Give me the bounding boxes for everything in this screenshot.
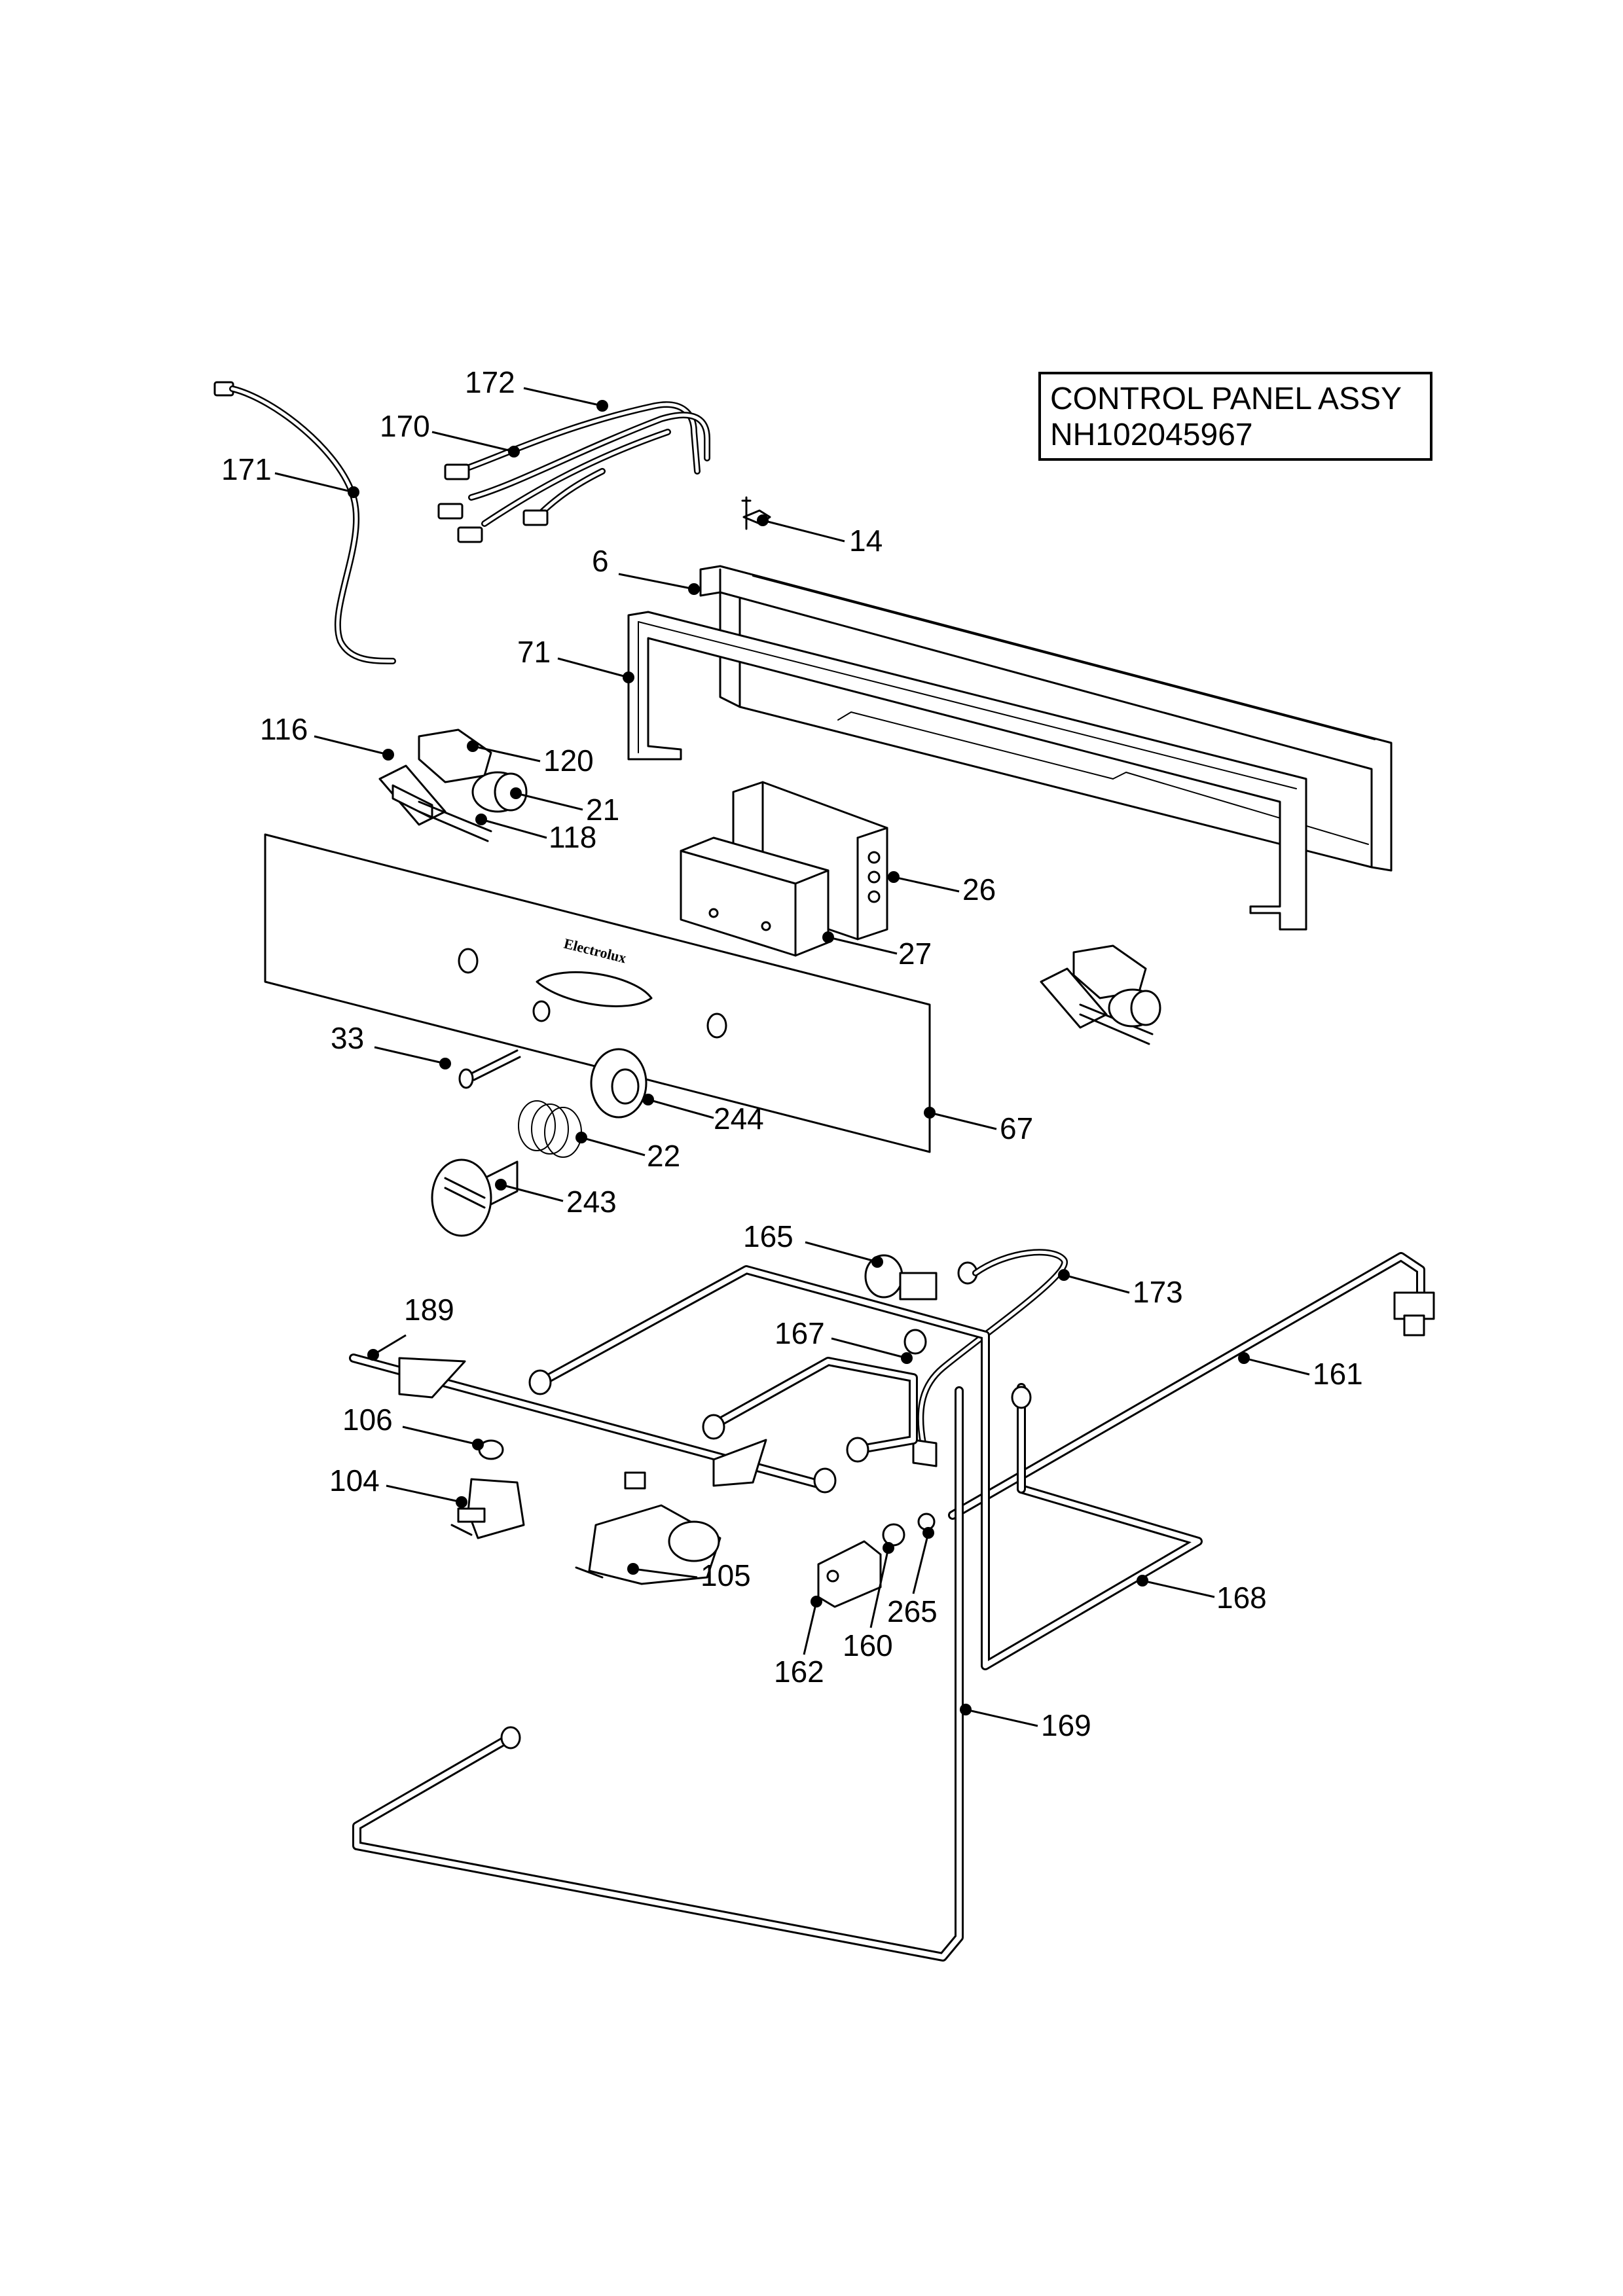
svg-text:169: 169 (1041, 1708, 1091, 1742)
callout-165: 165 (743, 1219, 883, 1268)
part-105-valve (575, 1471, 721, 1585)
svg-text:116: 116 (260, 712, 308, 746)
part-265-jet (917, 1513, 936, 1531)
svg-text:162: 162 (774, 1655, 824, 1689)
callout-105: 105 (627, 1558, 751, 1592)
callout-244: 244 (642, 1094, 764, 1136)
svg-text:171: 171 (221, 452, 272, 486)
title-line-1: CONTROL PANEL ASSY (1050, 382, 1402, 416)
svg-text:6: 6 (592, 544, 609, 578)
part-173-pipe (912, 1249, 1068, 1467)
part-71-front-frame (627, 611, 1307, 931)
callout-189: 189 (367, 1293, 454, 1361)
part-switch-assembly-right (1040, 944, 1161, 1045)
callout-172: 172 (465, 365, 608, 412)
callout-14: 14 (757, 514, 883, 558)
part-169-pipe (352, 1383, 1032, 1962)
callout-71: 71 (517, 635, 634, 683)
title-line-2: NH102045967 (1050, 418, 1253, 452)
svg-text:165: 165 (743, 1219, 793, 1253)
part-33-screw (458, 1049, 521, 1089)
callout-21: 21 (510, 787, 619, 827)
svg-text:14: 14 (849, 524, 883, 558)
callout-22: 22 (575, 1132, 680, 1173)
callout-173: 173 (1058, 1269, 1183, 1309)
part-160-nut (882, 1523, 905, 1547)
svg-text:33: 33 (331, 1021, 364, 1055)
callout-104: 104 (329, 1463, 467, 1508)
svg-text:27: 27 (898, 937, 932, 971)
part-171-cable (213, 381, 396, 664)
callout-167: 167 (775, 1316, 913, 1364)
part-162-block (817, 1540, 882, 1608)
svg-text:170: 170 (380, 409, 430, 443)
part-167-pipe (702, 1329, 927, 1463)
svg-text:120: 120 (543, 744, 594, 778)
svg-text:167: 167 (775, 1316, 825, 1350)
callout-6: 6 (592, 544, 700, 595)
callout-116: 116 (260, 712, 394, 761)
part-116-118-switch-assembly (378, 728, 528, 842)
svg-text:265: 265 (887, 1594, 938, 1628)
callout-171: 171 (221, 452, 359, 498)
title-box: CONTROL PANEL ASSY NH102045967 (1038, 372, 1432, 461)
callout-162: 162 (774, 1596, 824, 1689)
part-243-control-knob (431, 1158, 519, 1237)
svg-text:105: 105 (701, 1558, 751, 1592)
callout-67: 67 (924, 1107, 1033, 1145)
svg-text:67: 67 (1000, 1111, 1033, 1145)
callout-layer: 172 170 171 14 6 71 (221, 365, 1363, 1742)
callout-170: 170 (380, 409, 520, 457)
part-189-burner-rail (349, 1354, 837, 1494)
callout-243: 243 (495, 1179, 617, 1219)
svg-text:173: 173 (1133, 1275, 1183, 1309)
svg-text:21: 21 (586, 793, 619, 827)
svg-text:22: 22 (647, 1139, 680, 1173)
callout-26: 26 (888, 871, 996, 906)
callout-106: 106 (342, 1403, 484, 1450)
svg-text:189: 189 (404, 1293, 454, 1327)
part-161-pipe (948, 1252, 1435, 1520)
part-104-valve (450, 1478, 525, 1539)
callout-120: 120 (467, 740, 594, 778)
svg-text:118: 118 (549, 820, 596, 854)
svg-text:172: 172 (465, 365, 515, 399)
svg-text:26: 26 (962, 872, 996, 906)
callout-160: 160 (843, 1542, 894, 1662)
callout-168: 168 (1137, 1575, 1267, 1615)
svg-text:244: 244 (714, 1102, 764, 1136)
callout-169: 169 (960, 1704, 1091, 1742)
callout-265: 265 (887, 1527, 938, 1628)
svg-text:168: 168 (1216, 1581, 1267, 1615)
part-244-bezel (590, 1048, 647, 1119)
callout-27: 27 (822, 931, 932, 971)
svg-text:71: 71 (517, 635, 551, 669)
svg-text:160: 160 (843, 1628, 893, 1662)
part-170-172-harness (437, 401, 710, 543)
svg-text:104: 104 (329, 1463, 380, 1498)
callout-118: 118 (475, 814, 596, 854)
svg-text:243: 243 (566, 1185, 617, 1219)
part-67-fascia-panel: Electrolux (264, 833, 931, 1153)
callout-161: 161 (1238, 1352, 1363, 1391)
part-27-timer-body (680, 836, 830, 957)
callout-33: 33 (331, 1021, 451, 1069)
part-main-gas-pipe (528, 1265, 1203, 1670)
part-22-spring (518, 1100, 582, 1158)
svg-text:106: 106 (342, 1403, 393, 1437)
svg-text:161: 161 (1313, 1357, 1363, 1391)
